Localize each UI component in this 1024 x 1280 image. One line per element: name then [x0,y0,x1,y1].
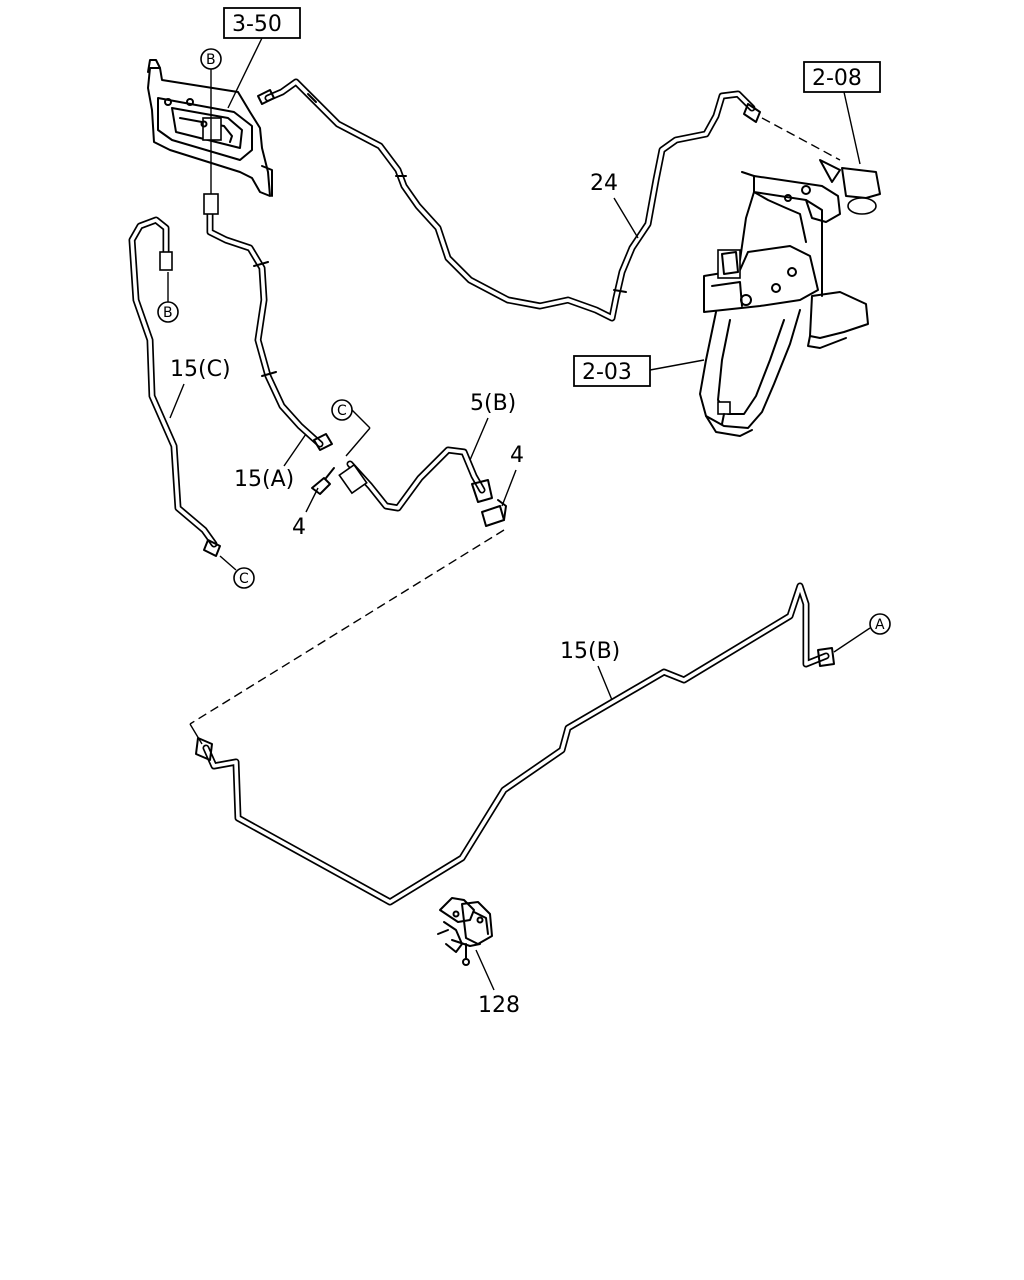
clip-4-left [311,467,335,495]
pipe-15b [195,582,835,906]
connector-c-mid: C [331,399,353,421]
dashed-link [189,529,505,725]
leader-c-mid [351,409,371,429]
connector-c-bottom: C [233,567,255,589]
callout-15a: 15(A) [234,467,294,492]
connector-b-left: B [157,301,179,323]
leader-24-dashed [761,117,841,161]
leader-15a [283,433,307,467]
ref-2-03-label: 2-03 [582,360,632,385]
leader-4-right [501,469,517,507]
connector-c-mid-letter: C [337,403,347,419]
connector-b-top-letter: B [206,52,216,68]
pipe-15a [203,193,333,451]
leader-5b [469,417,489,461]
leader-c-bottom [219,555,237,571]
hose-5b [338,446,493,512]
leader-24 [613,197,639,239]
leader-a-right [833,627,871,653]
connector-a-right-letter: A [875,617,885,633]
callout-24: 24 [590,171,618,196]
callout-4-right: 4 [510,443,524,468]
clip-4-right [481,499,507,527]
ref-box-2-03[interactable]: 2-03 [573,355,651,387]
leader-15c [169,383,185,419]
connector-a-right: A [869,613,891,635]
ref-box-3-50[interactable]: 3-50 [223,7,301,39]
ref-2-08-label: 2-08 [812,66,862,91]
callout-15c: 15(C) [170,357,231,382]
callout-5b: 5(B) [470,391,516,416]
clip-cluster-128 [437,897,493,966]
clutch-pedal-assembly [699,159,881,437]
leader-15b [597,665,613,701]
connector-b-top: B [200,48,222,70]
callout-4-left: 4 [292,515,306,540]
callout-15b: 15(B) [560,639,620,664]
connector-b-left-letter: B [163,305,173,321]
leader-3-50 [227,37,263,109]
ref-3-50-label: 3-50 [232,12,282,37]
pipe-15c [128,216,221,557]
leader-4-left [305,487,319,513]
dashed-link-end [189,723,203,745]
leader-c-mid-2 [345,427,371,457]
ref-box-2-08[interactable]: 2-08 [803,61,881,93]
connector-c-bottom-letter: C [239,571,249,587]
master-cylinder-bracket [147,59,273,197]
leader-128 [475,949,495,991]
pipe-24 [257,78,761,322]
leader-2-08 [843,91,861,165]
callout-128: 128 [478,993,520,1018]
leader-2-03 [649,359,705,371]
